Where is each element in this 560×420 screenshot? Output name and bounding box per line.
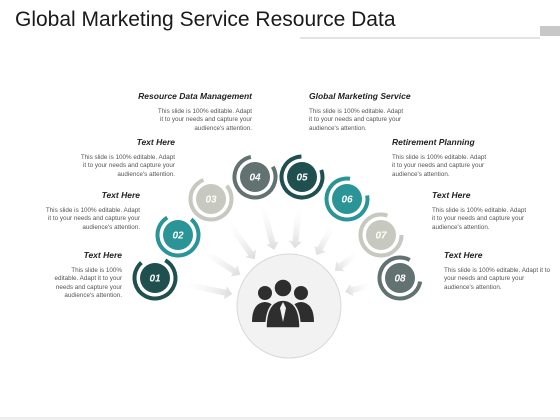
step-number: 05	[296, 173, 308, 184]
arrow-step-08	[345, 282, 372, 297]
step-05-badge: 05	[279, 154, 325, 200]
step-01-badge: 01	[132, 255, 178, 301]
label-description: This slide is 100% editable. Adapt it to…	[432, 207, 527, 231]
people-group-icon	[252, 278, 314, 329]
step-number: 03	[205, 195, 217, 206]
label-title: Text Here	[444, 250, 483, 260]
step-04-badge: 04	[232, 154, 278, 200]
step-ring	[188, 176, 234, 222]
label-title: Text Here	[432, 190, 471, 200]
step-disc	[287, 162, 317, 192]
center-hub	[236, 253, 342, 359]
arrow-step-01	[183, 281, 233, 300]
label-title: Text Here	[136, 137, 175, 147]
label-title: Text Here	[83, 250, 122, 260]
page-title: Global Marketing Service Resource Data	[15, 8, 396, 31]
label-description: This slide is 100% editable. Adapt it to…	[157, 108, 252, 132]
label-description: This slide is 100% editable. Adapt it to…	[80, 154, 175, 178]
label-title: Retirement Planning	[392, 137, 475, 147]
arrow-step-06	[314, 223, 336, 256]
label-title: Global Marketing Service	[309, 91, 411, 101]
step-disc	[196, 184, 226, 214]
bottom-divider	[0, 417, 560, 420]
step-08-badge: 08	[377, 255, 423, 301]
label-step-02: Text Here This slide is 100% editable. A…	[0, 190, 140, 232]
label-step-07: Text Here This slide is 100% editable. A…	[432, 190, 560, 232]
step-number: 01	[149, 274, 161, 285]
label-step-04: Resource Data Management This slide is 1…	[82, 91, 252, 133]
label-description: This slide is 100% editable. Adapt it to…	[392, 154, 487, 178]
step-03-badge: 03	[188, 176, 234, 222]
step-number: 06	[341, 195, 353, 206]
label-description: This slide is 100% editable. Adapt it to…	[444, 267, 551, 291]
label-step-05: Global Marketing Service This slide is 1…	[309, 91, 479, 133]
step-ring	[132, 255, 178, 301]
step-ring	[358, 212, 404, 258]
step-disc	[366, 220, 396, 250]
step-ring	[377, 255, 423, 301]
step-disc	[240, 162, 270, 192]
arrow-step-04	[259, 205, 279, 250]
step-disc	[163, 220, 193, 250]
label-step-06: Retirement Planning This slide is 100% e…	[392, 137, 560, 179]
arrow-step-07	[334, 250, 360, 272]
corner-accent-bar	[540, 26, 560, 36]
step-ring	[279, 154, 325, 200]
step-disc	[140, 263, 170, 293]
step-ring	[232, 154, 278, 200]
label-description: This slide is 100% editable. Adapt it to…	[45, 207, 140, 231]
label-step-01: Text Here This slide is 100% editable. A…	[0, 250, 122, 300]
label-title: Resource Data Management	[138, 91, 252, 101]
label-step-08: Text Here This slide is 100% editable. A…	[444, 250, 560, 292]
step-06-badge: 06	[324, 176, 370, 222]
step-number: 04	[249, 173, 261, 184]
label-description: This slide is 100% editable. Adapt it to…	[309, 108, 404, 132]
step-disc	[385, 263, 415, 293]
label-description: This slide is 100% editable. Adapt it to…	[54, 267, 122, 299]
arrow-step-03	[226, 221, 256, 260]
step-number: 02	[172, 231, 184, 242]
step-number: 08	[394, 274, 406, 285]
arrow-step-05	[289, 206, 302, 249]
step-ring	[324, 176, 370, 222]
arrows-layer	[183, 205, 372, 300]
title-divider	[300, 37, 540, 39]
step-07-badge: 07	[358, 212, 404, 258]
arrow-step-02	[201, 248, 241, 277]
label-title: Text Here	[101, 190, 140, 200]
step-number: 07	[375, 231, 387, 242]
label-step-03: Text Here This slide is 100% editable. A…	[5, 137, 175, 179]
step-disc	[332, 184, 362, 214]
